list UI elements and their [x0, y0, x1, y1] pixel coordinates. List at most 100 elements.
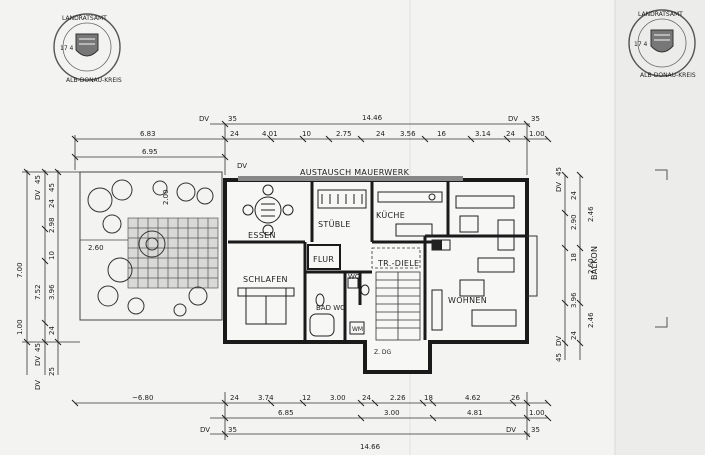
dim-top-8: 3.14	[475, 130, 491, 138]
dim-left-8: 25	[48, 367, 56, 376]
dim-bot-6: 2.26	[390, 394, 406, 402]
dim-right-3: 18	[570, 253, 578, 262]
dim-bot-4: 3.00	[330, 394, 346, 402]
dim-right2-2: 2.46	[587, 312, 595, 328]
dimension-lines	[22, 123, 581, 440]
room-balkon: BALKON	[590, 246, 599, 280]
room-wm: WM	[352, 326, 363, 333]
dim-bot-35-right: 35	[531, 426, 540, 434]
room-kueche: KÜCHE	[376, 210, 405, 220]
stamp-right: LANDRATSAMT ALB-DONAU-KREIS 17 4	[628, 9, 696, 79]
dim-top-35-left: 35	[228, 115, 237, 123]
bathroom-fixtures	[309, 277, 370, 337]
dim-left-4: 3.96	[48, 284, 56, 300]
room-essen: ESSEN	[248, 231, 276, 240]
dim-left-752: 7.52	[34, 284, 42, 300]
dim-top-695: 6.95	[142, 148, 158, 156]
dim-bot-3: 12	[302, 394, 311, 402]
dim-bot-r2-1: 3.00	[384, 409, 400, 417]
dim-right2-0: 2.46	[587, 206, 595, 222]
dim-right-6: 45	[555, 353, 563, 362]
dim-left-1: 24	[48, 199, 56, 208]
dim-top-total: 14.46	[362, 114, 383, 122]
dv-bot-1: DV	[200, 426, 210, 434]
stamp-right-bottom: ALB-DONAU-KREIS	[640, 72, 696, 79]
stueble-furniture	[317, 189, 367, 209]
dim-left-7: 45	[34, 343, 42, 352]
garden-dim-260: 2.60	[88, 244, 104, 252]
dining-table	[242, 184, 294, 236]
bedroom-furniture	[237, 287, 295, 325]
left-dimensions: 7.00 7.52 DV 45 45 24 2.98 10 3.96 24 1.…	[16, 175, 56, 390]
label-austausch-mauerwerk: AUSTAUSCH MAUERWERK	[300, 168, 410, 177]
dv-right-2: DV	[555, 336, 563, 346]
dim-top-5: 24	[376, 130, 385, 138]
room-flur: FLUR	[313, 255, 334, 264]
dim-top-3: 10	[302, 130, 311, 138]
room-schlafen: SCHLAFEN	[243, 275, 288, 284]
dim-bot-2: 3.74	[258, 394, 274, 402]
dim-top-10: 1.00	[529, 130, 545, 138]
dim-bot-r2-2: 4.81	[467, 409, 483, 417]
dv-left-1: DV	[34, 190, 42, 200]
living-furniture	[431, 195, 517, 331]
dim-bot-35-left: 35	[228, 426, 237, 434]
room-stueble: STÜBLE	[318, 219, 351, 229]
room-diele: TR.-DIELE	[377, 259, 419, 268]
room-dg: Z. DG	[374, 349, 392, 356]
dv-upper: DV	[237, 162, 247, 170]
dim-bot-5: 24	[362, 394, 371, 402]
stamp-left-bottom: ALB-DONAU-KREIS	[66, 77, 122, 84]
stamp-right-digits: 17 4	[634, 41, 648, 48]
dim-bot-8: 4.62	[465, 394, 481, 402]
dv-top-1: DV	[199, 115, 209, 123]
dim-right2-1: 2.60	[587, 258, 595, 274]
dim-left-0: 45	[34, 175, 42, 184]
kitchen-furniture	[377, 191, 443, 237]
dim-bot-1: 24	[230, 394, 239, 402]
building: AUSTAUSCH MAUERWERK DV ESSEN STÜBLE KÜCH…	[223, 162, 538, 374]
dim-right-0: 45	[555, 167, 563, 176]
stamp-left: LANDRATSAMT ALB-DONAU-KREIS 17 4	[53, 13, 122, 84]
dim-bot-0: ~6.80	[132, 394, 153, 402]
dim-bot-r2-3: 1.00	[529, 409, 545, 417]
dim-top-4: 2.75	[336, 130, 352, 138]
stamp-left-digits: 17 4	[60, 45, 74, 52]
stamp-left-top: LANDRATSAMT	[62, 15, 107, 22]
dim-top-2: 4.01	[262, 130, 278, 138]
dim-top-0: 6.83	[140, 130, 156, 138]
dim-top-35-right: 35	[531, 115, 540, 123]
garden-area: 2.00 2.60	[79, 171, 223, 321]
dim-bot-r2-0: 6.85	[278, 409, 294, 417]
room-bad-wc: BAD WC	[316, 304, 345, 312]
stamp-right-top: LANDRATSAMT	[638, 11, 683, 18]
dimension-ticks	[23, 120, 584, 438]
room-wc: WC	[348, 273, 360, 281]
dim-left-700: 7.00	[16, 262, 24, 278]
dv-right-1: DV	[555, 182, 563, 192]
dv-top-2: DV	[508, 115, 518, 123]
dim-top-6: 3.56	[400, 130, 416, 138]
right-dimensions: DV 45 24 2.90 18 3.96 24 45 DV 2.46 2.60…	[555, 167, 599, 362]
dim-bot-9: 26	[511, 394, 520, 402]
dim-left-6: 1.00	[16, 319, 24, 335]
dv-bot-2: DV	[506, 426, 516, 434]
staircase	[371, 247, 421, 341]
dim-top-9: 24	[506, 130, 515, 138]
dv-left-2: DV	[34, 356, 42, 366]
dim-bot-7: 18	[424, 394, 433, 402]
dv-left-3: DV	[34, 380, 42, 390]
dim-left-3: 10	[48, 251, 56, 260]
room-wohnen: WOHNEN	[448, 296, 487, 305]
dim-top-7: 16	[437, 130, 446, 138]
dim-right-4: 3.96	[570, 292, 578, 308]
dim-left-2: 2.98	[48, 217, 56, 233]
dim-right-2: 2.90	[570, 214, 578, 230]
dim-left-5: 24	[48, 326, 56, 335]
dim-bot-total: 14.66	[360, 443, 381, 451]
dim-right-5: 24	[570, 331, 578, 340]
garden-dim-200: 2.00	[162, 189, 170, 205]
dim-top-1: 24	[230, 130, 239, 138]
